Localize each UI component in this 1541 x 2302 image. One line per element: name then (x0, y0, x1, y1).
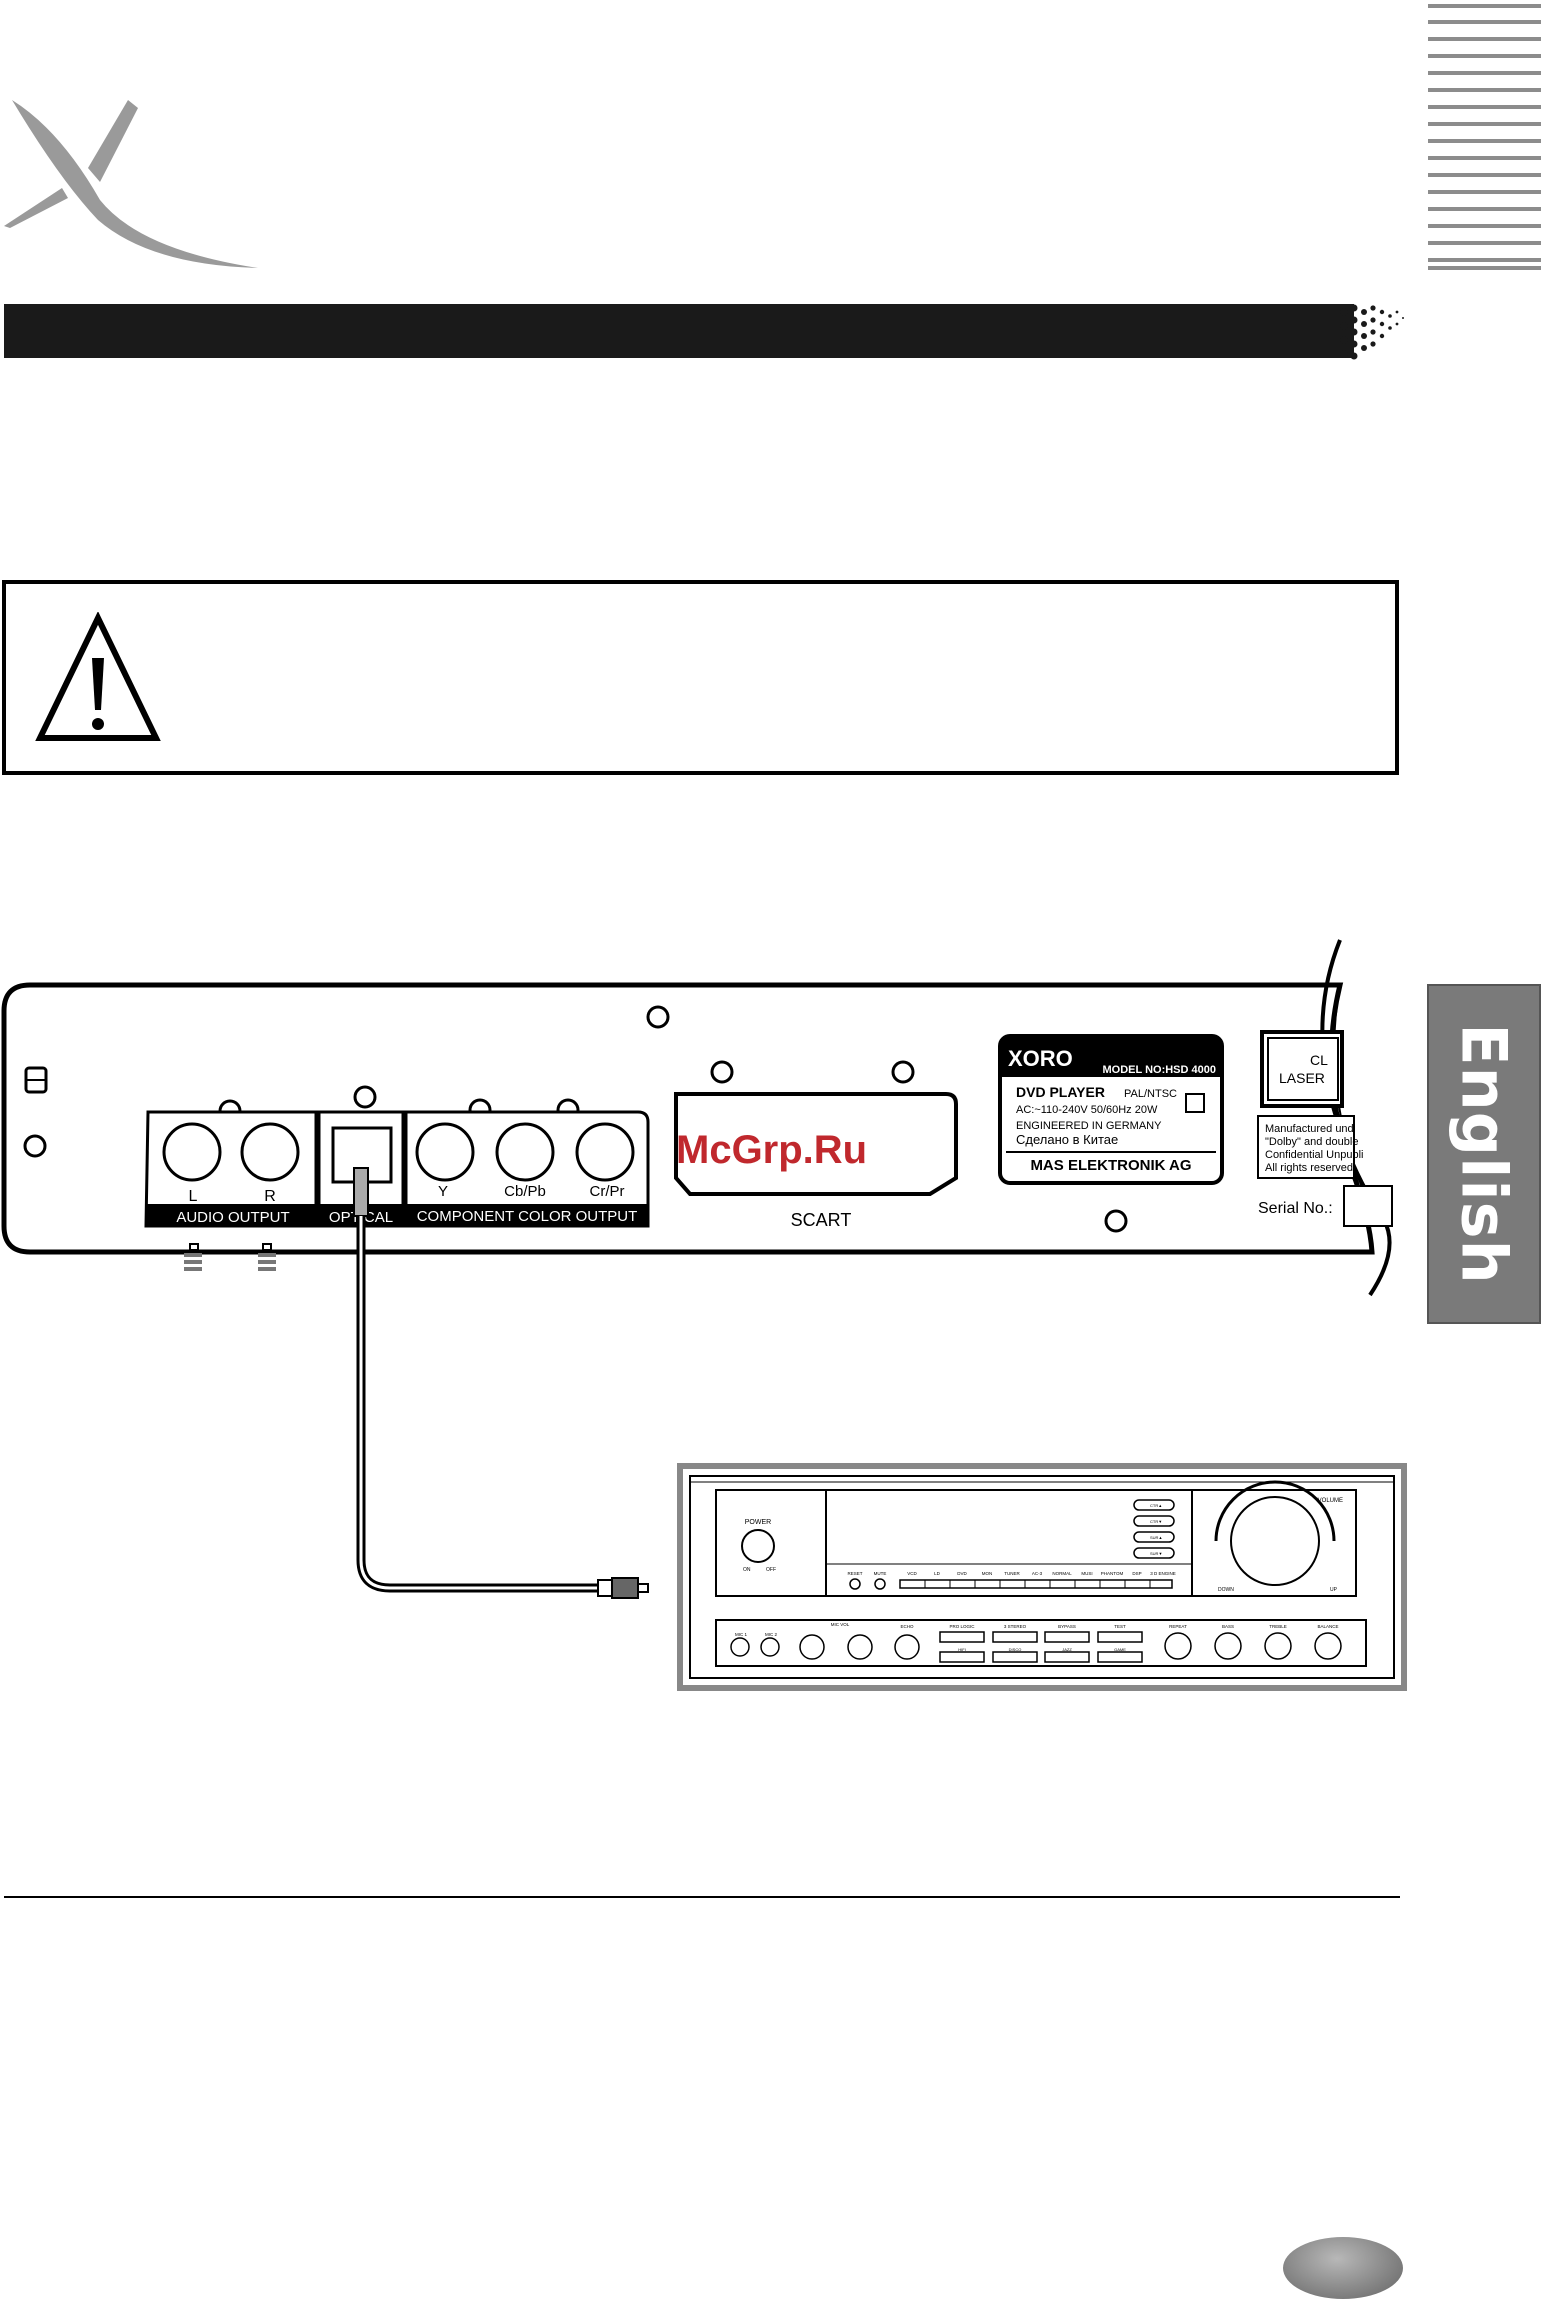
svg-text:MUTE: MUTE (874, 1571, 887, 1576)
screw-hole (1104, 1209, 1128, 1233)
svg-text:JAZZ: JAZZ (1062, 1647, 1072, 1652)
svg-text:GAME: GAME (1114, 1647, 1126, 1652)
optical-plug (597, 1577, 649, 1599)
svg-text:TUNER: TUNER (1004, 1571, 1020, 1576)
svg-text:BYPASS: BYPASS (1058, 1624, 1076, 1629)
channel-buttons: CTR▲ CTR▼ SUR▲ SUR▼ (1133, 1499, 1175, 1559)
audio-left-label: L (189, 1188, 198, 1205)
svg-text:MON: MON (982, 1571, 993, 1576)
component-cr-jack (575, 1122, 635, 1182)
receiver-top-button-labels: RESET MUTE VCD LD DVD MON TUNER AC-3 NOR… (847, 1571, 1175, 1576)
component-cb-jack (495, 1122, 555, 1182)
svg-text:BASS: BASS (1222, 1624, 1234, 1629)
svg-text:MIC 2: MIC 2 (765, 1632, 777, 1637)
svg-text:DVD: DVD (957, 1571, 967, 1576)
svg-text:3 STEREO: 3 STEREO (1004, 1624, 1027, 1629)
rca-plug-right (258, 1243, 276, 1271)
receiver-up-label: UP (1330, 1587, 1338, 1593)
svg-text:REPEAT: REPEAT (1169, 1624, 1187, 1629)
connection-diagram: L R AUDIO OUTPUT OPTICAL Y Cb/Pb Cr/Pr C… (1, 939, 1407, 1691)
receiver-off-label: OFF (766, 1567, 776, 1573)
warning-box (2, 580, 1399, 775)
svg-text:DISCO: DISCO (1009, 1647, 1022, 1652)
dolby-line1: Manufactured und (1265, 1123, 1354, 1135)
language-tab-english[interactable]: English (1427, 984, 1541, 1324)
receiver-power-knob (741, 1529, 775, 1563)
receiver-volume-knob (1230, 1496, 1320, 1586)
receiver-power-label: POWER (745, 1519, 771, 1526)
svg-text:MIC VOL: MIC VOL (831, 1622, 850, 1627)
component-y-label: Y (438, 1183, 448, 1200)
audio-output-label: AUDIO OUTPUT (176, 1209, 289, 1226)
rca-plug-left (184, 1243, 202, 1271)
component-output-label: COMPONENT COLOR OUTPUT (417, 1208, 638, 1225)
svg-text:LD: LD (934, 1571, 941, 1576)
screw-hole (353, 1085, 377, 1109)
svg-text:MUSI: MUSI (1081, 1571, 1092, 1576)
dolby-label (1257, 1115, 1355, 1179)
rating-product: DVD PLAYER (1016, 1084, 1105, 1100)
rating-model: MODEL NO:HSD 4000 (1103, 1064, 1217, 1076)
optical-cable (356, 1216, 600, 1593)
screw-hole (710, 1060, 734, 1084)
brand-logo (4, 100, 258, 268)
dolby-line3: Confidential Unpubli (1265, 1149, 1363, 1161)
dolby-line2: "Dolby" and double (1265, 1136, 1358, 1148)
svg-text:TREBLE: TREBLE (1269, 1624, 1287, 1629)
warning-triangle-icon (35, 612, 161, 741)
svg-text:VCD: VCD (907, 1571, 917, 1576)
svg-text:CTR▼: CTR▼ (1150, 1519, 1162, 1524)
scart-port (674, 1092, 958, 1196)
receiver-down-label: DOWN (1218, 1587, 1234, 1593)
audio-left-jack (162, 1122, 222, 1182)
svg-text:RESET: RESET (847, 1571, 862, 1576)
footer-rule (4, 1896, 1400, 1898)
audio-right-jack (240, 1122, 300, 1182)
rating-company: MAS ELEKTRONIK AG (1030, 1157, 1191, 1174)
svg-text:NORMAL: NORMAL (1052, 1571, 1072, 1576)
svg-text:3 D ENGINE: 3 D ENGINE (1150, 1571, 1176, 1576)
laser-line1: CL (1310, 1052, 1328, 1068)
svg-text:PHANTOM: PHANTOM (1101, 1571, 1124, 1576)
page-number-oval (1283, 2237, 1403, 2299)
svg-text:HIFI: HIFI (958, 1647, 966, 1652)
laser-line2: LASER (1279, 1070, 1325, 1086)
svg-text:ECHO: ECHO (900, 1624, 914, 1629)
svg-text:CTR▲: CTR▲ (1150, 1503, 1162, 1508)
screw-hole (646, 1005, 670, 1029)
component-cr-label: Cr/Pr (590, 1183, 625, 1200)
language-tab-label: English (1447, 1023, 1521, 1285)
svg-text:SUR▼: SUR▼ (1150, 1551, 1162, 1556)
rating-engineered: ENGINEERED IN GERMANY (1016, 1120, 1162, 1132)
svg-text:MIC 1: MIC 1 (735, 1632, 747, 1637)
svg-text:PRO LOGIC: PRO LOGIC (949, 1624, 975, 1629)
rating-brand: XORO (1008, 1046, 1073, 1071)
scart-label: SCART (791, 1210, 852, 1230)
receiver-on-label: ON (743, 1567, 751, 1573)
rating-power: AC:~110-240V 50/60Hz 20W (1016, 1104, 1158, 1116)
receiver-volume-label: VOLUME (1318, 1498, 1343, 1504)
svg-text:AC-3: AC-3 (1032, 1571, 1043, 1576)
rating-made-in: Сделано в Китае (1016, 1132, 1118, 1147)
screw-hole (23, 1134, 47, 1158)
screw-hole (891, 1060, 915, 1084)
component-y-jack (415, 1122, 475, 1182)
header-bar-halftone (1340, 304, 1404, 360)
svg-text:TEST: TEST (1114, 1624, 1126, 1629)
watermark-text: McGrp.Ru (676, 1128, 868, 1172)
svg-text:SUR▲: SUR▲ (1150, 1535, 1162, 1540)
serial-field (1343, 1185, 1393, 1227)
serial-label: Serial No.: (1258, 1200, 1333, 1217)
dolby-line4: All rights reserved. (1265, 1162, 1356, 1174)
svg-text:DSP: DSP (1132, 1571, 1141, 1576)
component-cb-label: Cb/Pb (504, 1183, 546, 1200)
svg-text:BALANCE: BALANCE (1317, 1624, 1338, 1629)
section-header-bar (4, 304, 1354, 358)
rating-system: PAL/NTSC (1124, 1088, 1177, 1100)
audio-right-label: R (264, 1188, 276, 1205)
